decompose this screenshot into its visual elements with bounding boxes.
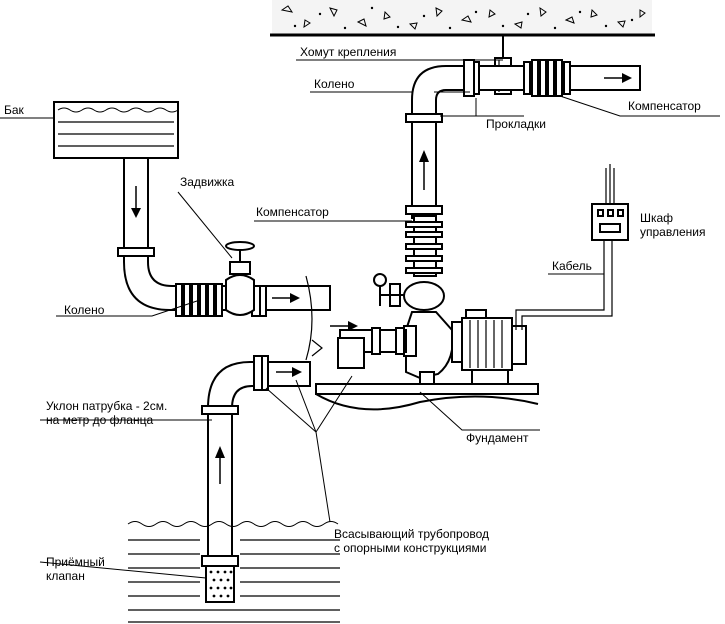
- label-cabinet-line1: Шкаф: [640, 211, 673, 225]
- upper-compensator: [523, 59, 571, 97]
- label-gate-valve: Задвижка: [180, 175, 235, 189]
- riser-gate-valve: [373, 273, 445, 311]
- discharge-riser: [405, 113, 443, 277]
- upper-discharge-pipe: [411, 59, 641, 121]
- middle-compensator: [405, 215, 443, 277]
- label-foot-valve-line1: Приёмный: [46, 555, 105, 569]
- foot-valve-strainer: [201, 555, 239, 603]
- foundation-block: [315, 383, 539, 411]
- suction-support-brackets: [305, 275, 323, 361]
- tank: [53, 101, 179, 159]
- label-elbow-top: Колено: [314, 77, 355, 91]
- label-foot-valve-line2: клапан: [46, 569, 85, 583]
- power-cable: [515, 240, 613, 330]
- label-cabinet-line2: управления: [640, 225, 705, 239]
- label-slope-line1: Уклон патрубка - 2см.: [46, 399, 167, 413]
- suction-pipe: [201, 355, 311, 561]
- left-compensator: [175, 283, 223, 317]
- label-cable: Кабель: [552, 259, 592, 273]
- label-compensator-mid: Компенсатор: [256, 205, 329, 219]
- label-foundation: Фундамент: [466, 431, 529, 445]
- tank-outlet-pipe: [117, 157, 331, 317]
- label-slope-line2: на метр до фланца: [46, 413, 153, 427]
- label-elbow-left: Колено: [64, 303, 105, 317]
- label-tank: Бак: [4, 103, 25, 117]
- control-cabinet: [591, 164, 629, 241]
- leader-lines: [0, 59, 720, 579]
- label-compensator-top: Компенсатор: [628, 99, 701, 113]
- label-suction-line1: Всасывающий трубопровод: [334, 527, 489, 541]
- label-gaskets: Прокладки: [486, 117, 546, 131]
- pump-suction-inlet: [330, 321, 407, 369]
- label-suction-line2: с опорными конструкциями: [334, 541, 486, 555]
- label-clamp: Хомут крепления: [300, 45, 396, 59]
- ceiling-slab: [270, 0, 655, 37]
- left-gate-valve: [225, 241, 255, 316]
- centrifugal-pump: [403, 309, 527, 387]
- water-reservoir: [127, 521, 340, 623]
